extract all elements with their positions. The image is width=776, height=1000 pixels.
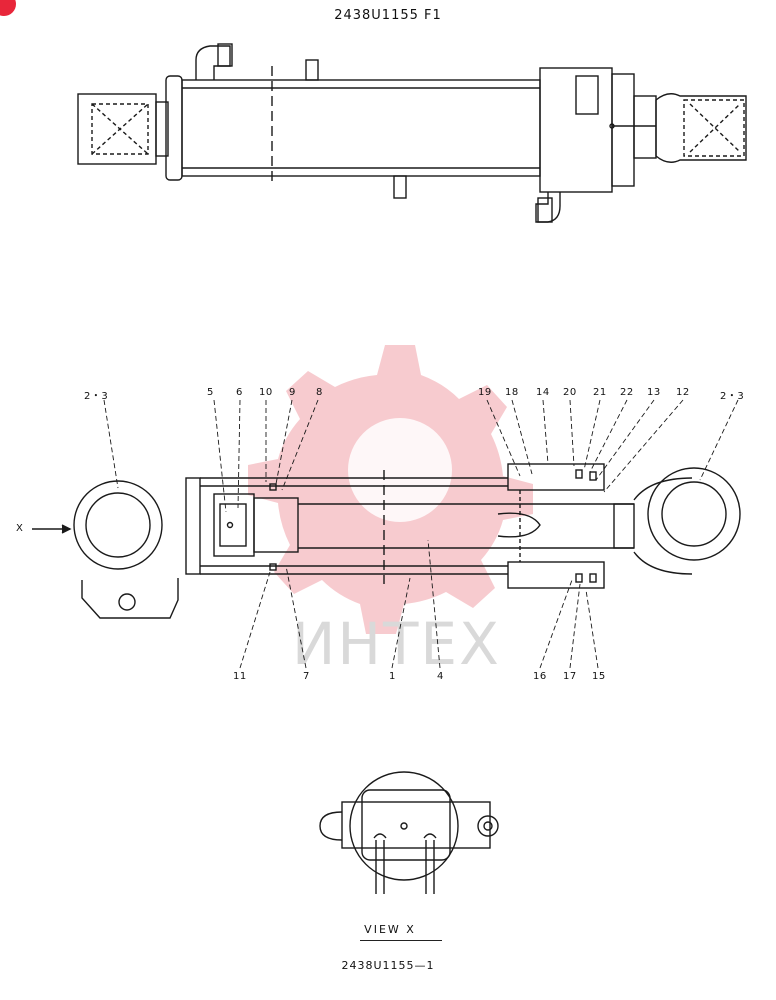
right-eye-outer <box>647 467 741 561</box>
callout-15: 15 <box>592 671 606 682</box>
callout-13: 13 <box>647 387 661 398</box>
callout-5: 5 <box>207 387 214 398</box>
callout-14: 14 <box>536 387 550 398</box>
watermark-text: ИНТЕХ <box>292 610 501 678</box>
callout-21: 21 <box>593 387 607 398</box>
left-eye-outer <box>73 480 163 570</box>
callout-7: 7 <box>303 671 310 682</box>
callout-2-3-left: 2・3 <box>84 391 109 402</box>
callout-19: 19 <box>478 387 492 398</box>
callout-18: 18 <box>505 387 519 398</box>
callout-16: 16 <box>533 671 547 682</box>
callout-17: 17 <box>563 671 577 682</box>
view-x-arrow-label: X <box>16 523 24 534</box>
callout-12: 12 <box>676 387 690 398</box>
callout-1: 1 <box>389 671 396 682</box>
callout-8: 8 <box>316 387 323 398</box>
callout-4: 4 <box>437 671 444 682</box>
callout-9: 9 <box>289 387 296 398</box>
callout-6: 6 <box>236 387 243 398</box>
view-x-underline <box>360 940 442 941</box>
callout-2-3-right: 2・3 <box>720 391 745 402</box>
callout-20: 20 <box>563 387 577 398</box>
callout-10: 10 <box>259 387 273 398</box>
drawing-number-top: 2438U1155 F1 <box>334 8 442 23</box>
corner-badge <box>0 0 16 16</box>
drawing-number-bottom: 2438U1155—1 <box>341 959 435 972</box>
callout-11: 11 <box>233 671 247 682</box>
view-x-label: VIEW X <box>364 923 416 936</box>
left-eye-bore <box>85 492 151 558</box>
right-eye-bore <box>661 481 727 547</box>
callout-22: 22 <box>620 387 634 398</box>
